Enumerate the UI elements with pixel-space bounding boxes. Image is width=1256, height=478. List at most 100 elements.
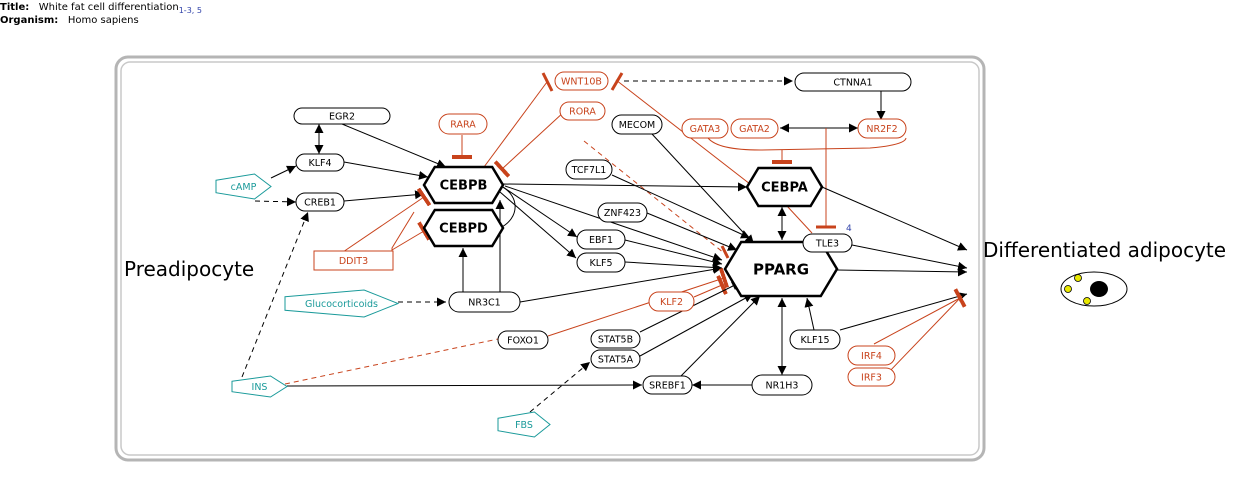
node-stat5a[interactable]: STAT5A — [590, 349, 641, 369]
edge-cebpb-cebpd-loop — [499, 185, 516, 229]
node-klf2[interactable]: KLF2 — [648, 291, 695, 312]
cell-compartment-inner — [120, 61, 980, 456]
node-ebf1-shape — [576, 229, 626, 250]
node-ddit3[interactable]: DDIT3 — [313, 250, 394, 271]
node-gata2[interactable]: GATA2 — [730, 118, 779, 139]
node-cebpb-label: CEBPB — [440, 179, 488, 194]
node-klf4[interactable]: KLF4 — [295, 153, 345, 172]
edge-cebpb-klf5 — [499, 191, 577, 259]
node-ins[interactable]: INS — [231, 375, 288, 398]
edge-mecom-pparg — [651, 133, 755, 245]
node-gata2-shape — [730, 118, 779, 139]
edge-stat5a-pparg — [639, 293, 754, 357]
edge-pparg-adipocyte — [836, 267, 968, 277]
node-mecom[interactable]: MECOM — [611, 114, 663, 135]
node-fbs-shape — [497, 411, 551, 438]
node-nr1h3-shape — [751, 374, 813, 396]
node-egr2-shape — [293, 107, 391, 125]
node-camp-shape — [215, 173, 272, 200]
node-nr3c1[interactable]: NR3C1 — [448, 291, 521, 313]
node-cebpd[interactable]: CEBPD — [422, 208, 505, 248]
edge-wnt10b-cebpa — [615, 79, 769, 199]
edge-ins-foxo1 — [284, 338, 499, 385]
node-irf4[interactable]: IRF4 — [847, 345, 896, 366]
node-stat5b-shape — [590, 329, 641, 349]
node-stat5a-label: STAT5A — [598, 354, 634, 365]
node-foxo1[interactable]: FOXO1 — [497, 330, 549, 350]
node-tcf7l1[interactable]: TCF7L1 — [565, 159, 613, 180]
edge-klf15-adipocyte — [839, 292, 968, 331]
preadipocyte-label: Preadipocyte — [124, 257, 254, 281]
node-stat5b[interactable]: STAT5B — [590, 329, 641, 349]
edge-camp-klf4 — [270, 165, 297, 179]
node-wnt10b-label: WNT10B — [561, 76, 602, 87]
edge-cebpa-adipocyte — [821, 186, 968, 251]
node-srebf1[interactable]: SREBF1 — [642, 375, 693, 395]
node-creb1-shape — [295, 192, 345, 212]
edge-egr2-cebpb — [341, 123, 447, 168]
node-glucocorticoids-shape — [284, 289, 400, 318]
edge-klf2-pparg — [693, 275, 728, 298]
node-glucocorticoids[interactable]: Glucocorticoids — [284, 289, 400, 318]
node-klf15-label: KLF15 — [800, 335, 829, 346]
edge-creb1-cebpb — [343, 190, 425, 202]
node-ctnna1[interactable]: CTNNA1 — [794, 72, 912, 92]
node-rara-shape — [438, 113, 488, 135]
node-nr1h3[interactable]: NR1H3 — [751, 374, 813, 396]
node-znf423[interactable]: ZNF423 — [597, 202, 648, 223]
node-cebpb[interactable]: CEBPB — [422, 165, 505, 205]
node-wnt10b-shape — [554, 71, 609, 91]
node-rara-label: RARA — [450, 119, 476, 130]
pathway-title: White fat cell differentiation — [38, 2, 179, 13]
node-znf423-label: ZNF423 — [604, 208, 641, 219]
node-irf3-label: IRF3 — [861, 372, 882, 383]
node-klf15-shape — [789, 329, 841, 350]
edge-klf5-pparg — [624, 261, 723, 272]
organism-label: Organism: — [0, 15, 59, 26]
node-nr2f2-shape — [857, 118, 907, 139]
node-rora-label: RORA — [569, 106, 596, 117]
node-klf2-label: KLF2 — [660, 297, 683, 308]
node-camp[interactable]: cAMP — [215, 173, 272, 200]
node-nr3c1-label: NR3C1 — [468, 297, 500, 308]
node-irf3-shape — [847, 367, 896, 387]
node-tle3[interactable]: TLE3 — [802, 233, 853, 253]
node-gata3[interactable]: GATA3 — [681, 118, 729, 139]
node-klf5[interactable]: KLF5 — [576, 252, 626, 273]
edge-rora-cebpb — [493, 110, 566, 178]
node-fbs[interactable]: FBS — [497, 411, 551, 438]
node-klf4-label: KLF4 — [308, 158, 331, 169]
node-irf3[interactable]: IRF3 — [847, 367, 896, 387]
node-gata3-label: GATA3 — [690, 124, 721, 135]
node-rara[interactable]: RARA — [438, 113, 488, 135]
edge-tle3-adipocyte — [851, 244, 968, 271]
node-nr2f2[interactable]: NR2F2 — [857, 118, 907, 139]
node-cebpa[interactable]: CEBPA — [745, 166, 824, 208]
node-rora[interactable]: RORA — [559, 101, 606, 121]
edge-wnt10b-cebpb — [483, 81, 548, 168]
tbar-rora-pparg — [720, 245, 730, 259]
node-glucocorticoids-label: Glucocorticoids — [305, 299, 378, 310]
node-nr3c1-shape — [448, 291, 521, 313]
node-wnt10b[interactable]: WNT10B — [554, 71, 609, 91]
node-cebpb-shape — [422, 165, 505, 205]
node-klf15[interactable]: KLF15 — [789, 329, 841, 350]
title-references[interactable]: 1-3, 5 — [178, 6, 202, 15]
node-irf4-label: IRF4 — [861, 351, 882, 362]
node-mecom-shape — [611, 114, 663, 135]
node-creb1[interactable]: CREB1 — [295, 192, 345, 212]
edge-klf15-pparg — [804, 297, 815, 331]
edge-znf423-pparg — [646, 212, 738, 251]
node-fbs-label: FBS — [515, 420, 533, 431]
edge-cebpb-pparg — [504, 185, 723, 262]
node-ebf1[interactable]: EBF1 — [576, 229, 626, 250]
tbar-wnt10b-right — [610, 72, 624, 91]
node-camp-label: cAMP — [231, 182, 257, 193]
node-egr2[interactable]: EGR2 — [293, 107, 391, 125]
title-label: Title: — [0, 2, 30, 13]
node-irf4-shape — [847, 345, 896, 366]
cell-compartment-outer — [114, 55, 986, 462]
reference-4-label[interactable]: 4 — [846, 224, 852, 234]
title-line: Title: White fat cell differentiation1-3… — [0, 2, 202, 15]
